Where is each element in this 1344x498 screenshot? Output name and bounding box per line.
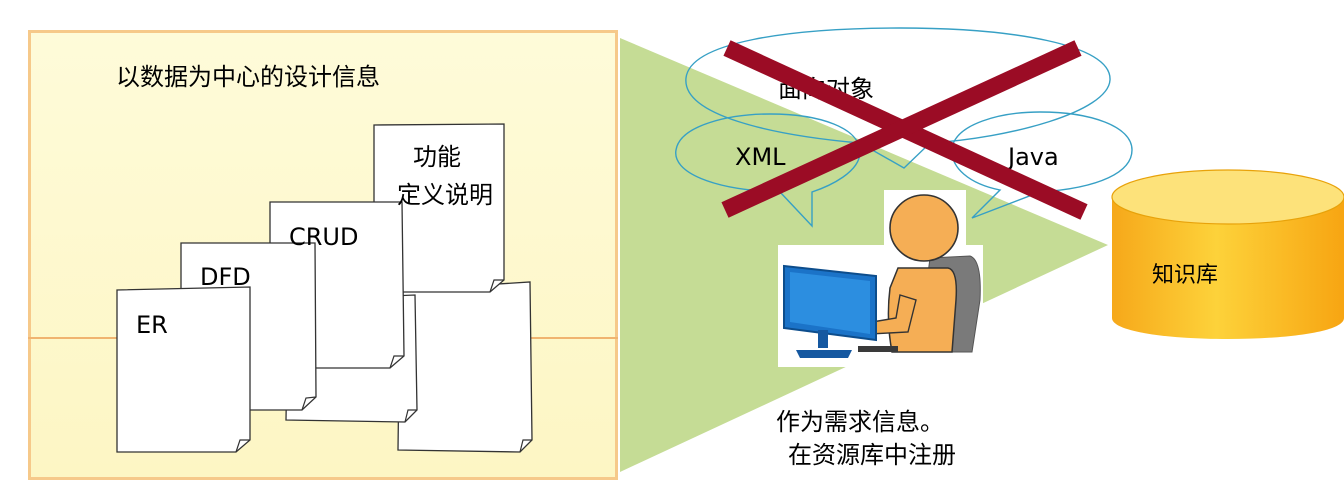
doc-label-dfd: DFD <box>200 263 251 291</box>
bubble-oo <box>685 27 1111 169</box>
doc-sheet-back-1 <box>397 281 533 453</box>
doc-label-crud: CRUD <box>289 223 359 251</box>
caption-line-1: 作为需求信息。 <box>776 408 944 436</box>
doc-label-function: 功能 <box>413 143 461 171</box>
bubble-label-xml: XML <box>735 143 786 171</box>
doc-sheet-er <box>116 286 251 453</box>
keyboard <box>858 346 898 352</box>
monitor-stand <box>818 330 828 348</box>
cross-stroke-2 <box>721 40 1082 218</box>
person-head <box>889 194 959 262</box>
panel-title: 以数据为中心的设计信息 <box>116 63 380 91</box>
database-label: 知识库 <box>1152 263 1219 288</box>
bubble-xml <box>675 113 861 228</box>
doc-label-er: ER <box>136 311 168 339</box>
doc-label-function-desc: 定义说明 <box>397 181 493 209</box>
caption-line-2: 在资源库中注册 <box>788 441 956 469</box>
bubble-label-java: Java <box>1008 143 1059 171</box>
